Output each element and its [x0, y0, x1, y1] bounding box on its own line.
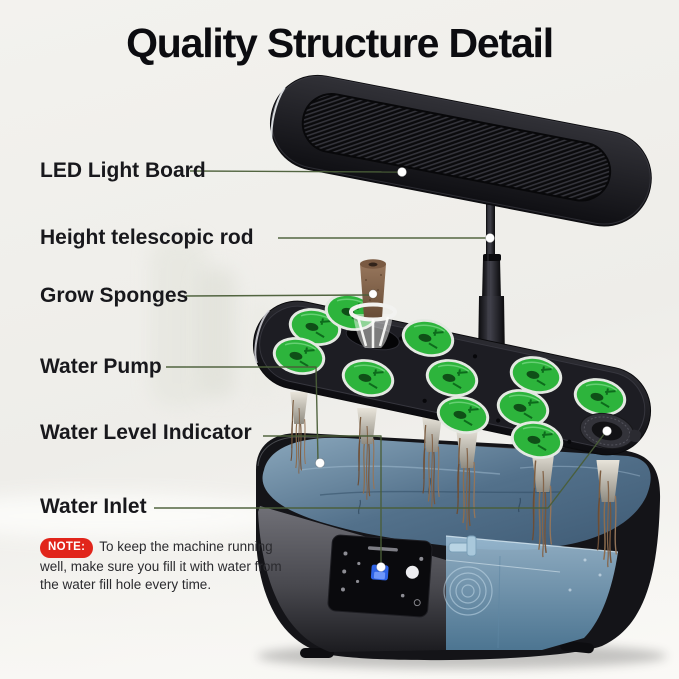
pump-coil-icon [443, 566, 493, 616]
note-text-block: NOTE:To keep the machine running well, m… [40, 537, 296, 595]
pump-cutaway-window [443, 535, 619, 650]
water-pipe [466, 535, 477, 557]
dot-level [375, 561, 387, 573]
leader-line-led [189, 170, 401, 173]
leader-line-inlet [154, 432, 606, 509]
telescopic-rod [478, 200, 505, 362]
leader-line-sponges [185, 294, 372, 297]
panel-logo [367, 546, 398, 552]
label-water-pump: Water Pump [40, 355, 162, 378]
control-panel [327, 534, 433, 618]
label-water-inlet: Water Inlet [40, 495, 147, 518]
note-text: To keep the machine running well, make s… [40, 538, 282, 592]
label-water-level-indicator: Water Level Indicator [40, 421, 252, 444]
leader-dots [314, 166, 613, 573]
page-title: Quality Structure Detail [126, 20, 554, 66]
dot-led [396, 166, 408, 178]
grow-sponge-basket [349, 259, 397, 348]
background-blur-objects [150, 238, 274, 406]
dot-inlet [601, 425, 613, 437]
led-grid [301, 93, 612, 202]
leader-line-level [263, 435, 382, 565]
leader-lines [154, 170, 606, 565]
led-light-board [269, 74, 652, 227]
panel-power-button [405, 565, 419, 579]
dot-sponge [368, 289, 378, 299]
indicator-window [373, 571, 386, 580]
label-grow-sponges: Grow Sponges [40, 284, 189, 307]
label-height-telescopic-rod: Height telescopic rod [40, 226, 254, 249]
leader-line-pump [166, 366, 319, 462]
dot-rod [484, 232, 496, 244]
panel-icons [340, 551, 424, 598]
timer-icon [413, 599, 421, 607]
label-led-light-board: LED Light Board [40, 159, 206, 182]
note-badge: NOTE: [40, 537, 94, 558]
dot-pump [314, 457, 326, 469]
grow-sponge [360, 259, 386, 318]
